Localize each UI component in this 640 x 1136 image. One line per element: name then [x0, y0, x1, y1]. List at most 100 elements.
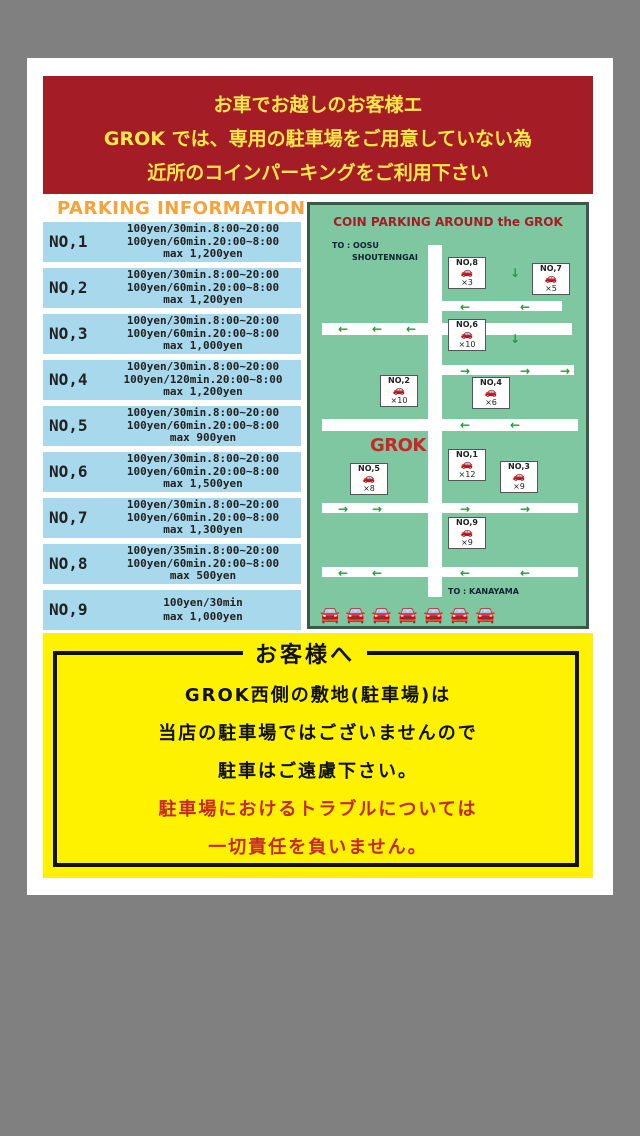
map-label-south: TO : KANAYAMA [448, 587, 519, 596]
rate-line: 100yen/30min.8:00~20:00 [126, 498, 280, 511]
map-lot-7: NO,7 🚗 ×5 [532, 263, 570, 295]
lot-count: ×9 [513, 482, 525, 491]
map-label-north-2: SHOUTENNGAI [352, 253, 418, 262]
rate-line: 100yen/60min.20:00~8:00 [126, 418, 280, 432]
arrow-right-icon: → [520, 364, 531, 378]
lot-label: NO,7 [540, 264, 562, 273]
lot-row-3: NO,3 100yen/30min.8:00~20:00 100yen/60mi… [43, 314, 301, 354]
banner-line-2: GROK では、専用の駐車場をご用意していない為 [103, 128, 533, 150]
lot-row-8: NO,8 100yen/35min.8:00~20:00 100yen/60mi… [43, 544, 301, 584]
road-horizontal-1 [322, 323, 572, 335]
arrow-right-icon: → [372, 502, 383, 516]
map-lot-9: NO,9 🚗 ×9 [448, 517, 486, 549]
lot-number: NO,7 [49, 508, 88, 527]
lot-rates: 100yen/35min.8:00~20:00 100yen/60min.20:… [103, 544, 303, 583]
notice-title: お客様へ [243, 637, 368, 669]
arrow-right-icon: → [560, 364, 571, 378]
lot-count: ×10 [458, 340, 476, 349]
arrow-right-icon: → [338, 502, 349, 516]
lot-label: NO,5 [358, 464, 380, 473]
lot-count: ×10 [390, 396, 408, 405]
rate-line: 100yen/120min.20:00~8:00 [123, 372, 283, 386]
rate-max: max 1,500yen [163, 477, 243, 490]
notice-box: お客様へ GROK西側の敷地(駐車場)は 当店の駐車場ではございませんので 駐車… [43, 633, 593, 878]
road-horizontal-3 [322, 503, 578, 513]
rate-line: 100yen/30min.8:00~20:00 [126, 222, 280, 235]
lot-rates: 100yen/30min.8:00~20:00 100yen/60min.20:… [103, 452, 303, 491]
lot-count: ×3 [461, 278, 473, 287]
lot-rates: 100yen/30min.8:00~20:00 100yen/60min.20:… [103, 406, 303, 445]
lot-count: ×6 [485, 398, 497, 407]
arrow-left-icon: ← [460, 418, 471, 432]
lot-rates: 100yen/30min.8:00~20:00 100yen/60min.20:… [103, 268, 303, 307]
lot-row-6: NO,6 100yen/30min.8:00~20:00 100yen/60mi… [43, 452, 301, 492]
rate-line: 100yen/60min.20:00~8:00 [126, 234, 280, 248]
map-lot-6: NO,6 🚗 ×10 [448, 319, 486, 351]
banner-line-1: お車でお越しのお客様エ [213, 94, 423, 116]
rate-line: 100yen/60min.20:00~8:00 [126, 326, 280, 340]
lot-row-1: NO,1 100yen/30min.8:00~20:00 100yen/60mi… [43, 222, 301, 262]
rate-max: max 500yen [169, 569, 237, 582]
car-icon: 🚗 [362, 473, 376, 484]
arrow-right-icon: → [460, 364, 471, 378]
lot-number: NO,6 [49, 462, 88, 481]
lot-label: NO,6 [456, 320, 478, 329]
car-icon: 🚗 [460, 459, 474, 470]
notice-text: GROK西側の敷地(駐車場)は 当店の駐車場ではございませんので 駐車はご遠慮下… [43, 677, 593, 867]
car-icon: 🚘 [449, 605, 476, 624]
car-icon: 🚗 [460, 527, 474, 538]
car-icon: 🚗 [460, 267, 474, 278]
lot-label: NO,4 [480, 378, 502, 387]
arrow-down-icon: ↓ [510, 332, 521, 346]
lot-number: NO,2 [49, 278, 88, 297]
road-mid-branch [442, 365, 574, 375]
lot-count: ×12 [458, 470, 476, 479]
lot-label: NO,2 [388, 376, 410, 385]
car-icon: 🚗 [544, 273, 558, 284]
rate-max: max 1,000yen [163, 339, 243, 352]
lot-row-2: NO,2 100yen/30min.8:00~20:00 100yen/60mi… [43, 268, 301, 308]
lot-rates: 100yen/30min.8:00~20:00 100yen/60min.20:… [103, 314, 303, 353]
rate-line: 100yen/30min [163, 596, 243, 609]
map-title: COIN PARKING AROUND the GROK [333, 215, 563, 229]
lot-rates: 100yen/30min max 1,000yen [103, 596, 303, 624]
lot-count: ×5 [545, 284, 557, 293]
arrow-right-icon: → [460, 502, 471, 516]
arrow-left-icon: ← [338, 322, 349, 336]
notice-line-3: 駐車はご遠慮下さい。 [218, 761, 418, 782]
banner-line-3: 近所のコインパーキングをご利用下さい [147, 162, 489, 184]
lot-number: NO,9 [49, 600, 88, 619]
rate-max: max 1,200yen [163, 293, 243, 306]
car-icon: 🚘 [423, 605, 450, 624]
map-lot-1: NO,1 🚗 ×12 [448, 449, 486, 481]
lot-row-9: NO,9 100yen/30min max 1,000yen [43, 590, 301, 630]
lot-row-4: NO,4 100yen/30min.8:00~20:00 100yen/120m… [43, 360, 301, 400]
notice-line-4: 駐車場におけるトラブルについては [158, 799, 478, 820]
map-label-north: TO : OOSU [332, 241, 379, 250]
lot-number: NO,4 [49, 370, 88, 389]
rate-line: 100yen/30min.8:00~20:00 [126, 452, 280, 465]
map-lot-5: NO,5 🚗 ×8 [350, 463, 388, 495]
rate-line: 100yen/35min.8:00~20:00 [126, 544, 280, 557]
rate-max: max 900yen [169, 431, 237, 444]
road-horizontal-4 [322, 567, 578, 577]
rate-max: max 1,200yen [163, 385, 243, 398]
map-lot-4: NO,4 🚗 ×6 [472, 377, 510, 409]
lot-rates: 100yen/30min.8:00~20:00 100yen/60min.20:… [103, 222, 303, 261]
rate-line: 100yen/60min.20:00~8:00 [126, 280, 280, 294]
arrow-left-icon: ← [406, 322, 417, 336]
arrow-left-icon: ← [338, 566, 349, 580]
car-icon: 🚗 [392, 385, 406, 396]
parking-map: COIN PARKING AROUND the GROK TO : OOSU S… [307, 202, 589, 629]
map-lot-2: NO,2 🚗 ×10 [380, 375, 418, 407]
lot-label: NO,8 [456, 258, 478, 267]
arrow-left-icon: ← [372, 566, 383, 580]
car-icon: 🚘 [320, 605, 346, 624]
lot-rates: 100yen/30min.8:00~20:00 100yen/120min.20… [103, 360, 303, 399]
lot-count: ×8 [363, 484, 375, 493]
notice-line-1: GROK西側の敷地(駐車場)は [184, 685, 452, 706]
parking-flyer: お車でお越しのお客様エ GROK では、専用の駐車場をご用意していない為 近所の… [27, 58, 613, 895]
rate-line: 100yen/60min.20:00~8:00 [126, 510, 280, 524]
lot-label: NO,3 [508, 462, 530, 471]
lot-number: NO,1 [49, 232, 88, 251]
